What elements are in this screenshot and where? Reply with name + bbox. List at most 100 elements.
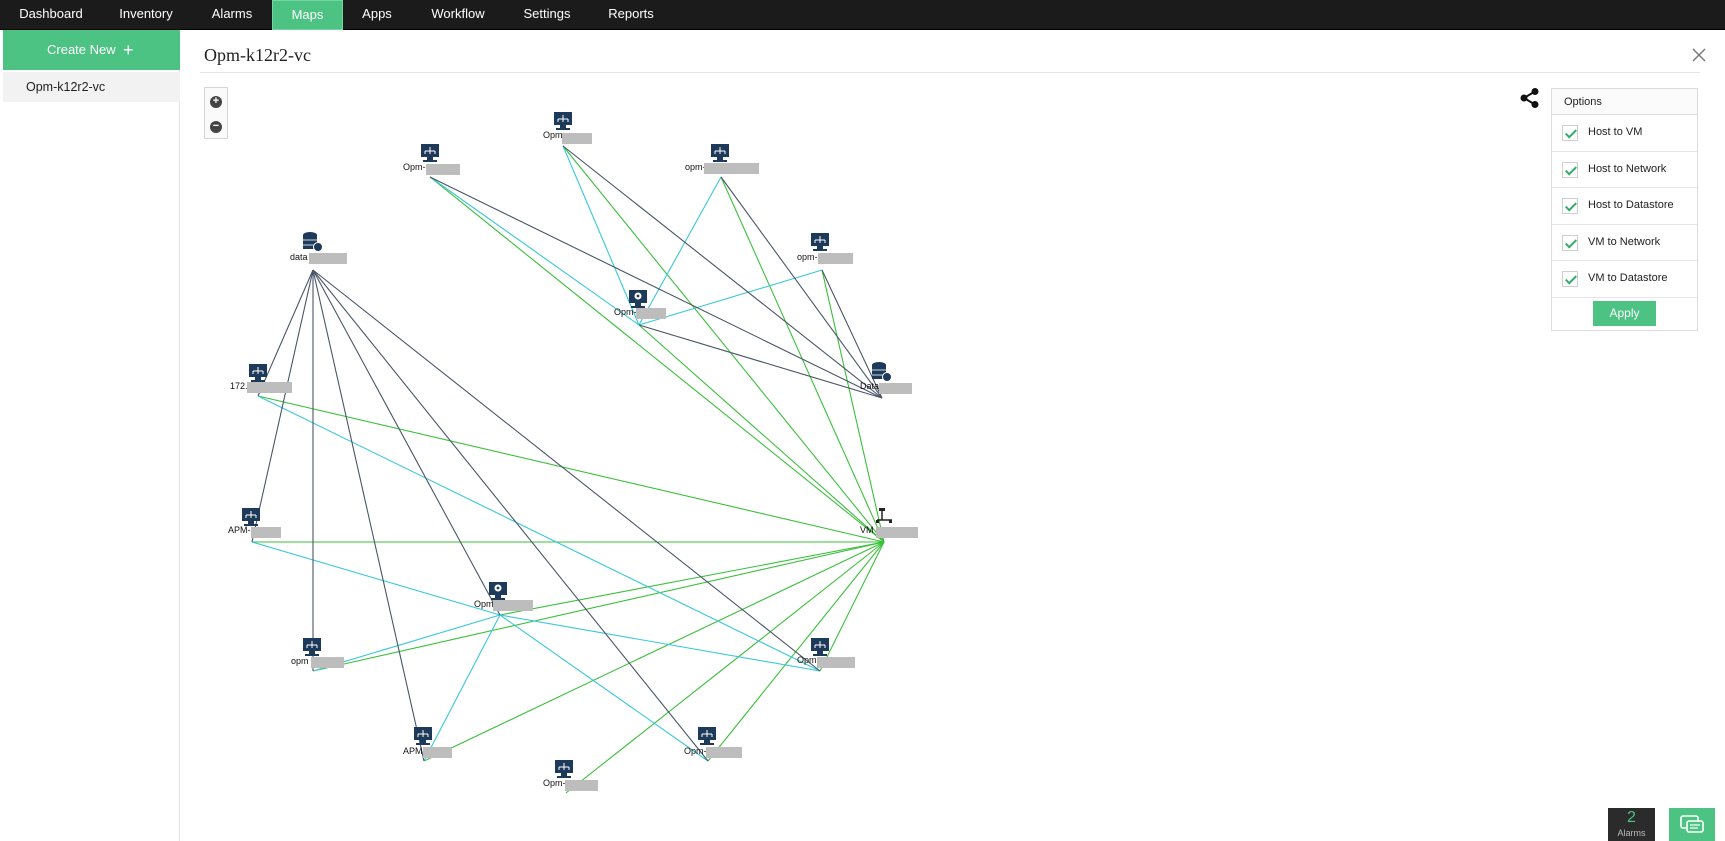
node-label: Opm- <box>684 746 707 756</box>
tab-alarms[interactable]: Alarms <box>211 6 253 21</box>
map-node[interactable]: Opm <box>797 638 855 668</box>
node-label: 172. <box>230 381 248 391</box>
checkbox-checked[interactable] <box>1562 234 1578 251</box>
map-edge-datastore <box>562 145 883 399</box>
node-label: APM <box>403 746 423 756</box>
map-node[interactable]: APM- <box>228 508 281 538</box>
option-vm-to-network[interactable]: VM to Network <box>1552 225 1697 261</box>
map-node[interactable]: APM <box>403 727 452 758</box>
host-icon <box>811 638 829 656</box>
map-edge-host-vm <box>312 541 885 672</box>
tab-maps[interactable]: Maps <box>272 0 343 30</box>
map-edge-host-vm <box>819 541 885 672</box>
redacted-label-mask <box>493 600 533 611</box>
map-node[interactable]: data <box>290 232 347 264</box>
top-navigation: Dashboard Inventory Alarms Maps Apps Wor… <box>0 0 1725 30</box>
map-edge-network <box>499 614 821 672</box>
share-icon[interactable] <box>1518 87 1542 109</box>
option-label: Host to Network <box>1588 162 1667 175</box>
map-node[interactable]: VM <box>860 508 918 538</box>
sidebar: Create New + Opm-k12r2-vc <box>0 30 180 841</box>
tab-apps[interactable]: Apps <box>362 6 392 21</box>
checkbox-checked[interactable] <box>1562 161 1578 178</box>
zoom-controls: + − <box>204 87 228 139</box>
map-edge-datastore <box>312 269 821 672</box>
tab-settings[interactable]: Settings <box>523 6 571 21</box>
sidebar-item-map[interactable]: Opm-k12r2-vc <box>3 72 180 102</box>
network-icon <box>876 508 892 523</box>
create-new-button[interactable]: Create New + <box>3 30 180 70</box>
map-edge-network <box>638 269 823 326</box>
map-node[interactable]: opm <box>291 638 344 668</box>
map-node[interactable]: Opm <box>474 582 533 611</box>
map-node[interactable]: opm- <box>797 233 853 264</box>
map-node[interactable]: Data <box>860 362 912 394</box>
title-divider <box>200 72 1700 73</box>
node-label: VM <box>860 525 874 535</box>
map-node[interactable]: Opm- <box>614 290 666 319</box>
alarms-badge[interactable]: 2 Alarms <box>1608 808 1655 841</box>
checkbox-checked[interactable] <box>1562 198 1578 214</box>
map-edge-datastore <box>312 269 709 762</box>
host-icon <box>554 112 572 130</box>
map-edge-network <box>499 614 709 762</box>
tab-dashboard[interactable]: Dashboard <box>19 6 83 21</box>
apply-button[interactable]: Apply <box>1593 301 1656 326</box>
zoom-out-icon[interactable]: − <box>210 121 222 133</box>
tab-workflow[interactable]: Workflow <box>431 6 485 21</box>
redacted-label-mask <box>876 527 918 538</box>
option-label: VM to Network <box>1588 235 1661 248</box>
redacted-label-mask <box>309 253 347 264</box>
map-edge-datastore <box>312 269 501 616</box>
map-node[interactable]: Opm- <box>543 760 598 791</box>
tab-inventory[interactable]: Inventory <box>119 6 173 21</box>
redacted-label-mask <box>247 382 292 393</box>
map-node[interactable]: Opm- <box>543 112 592 144</box>
options-panel: Options Host to VM Host to Network Host … <box>1551 88 1698 331</box>
vm-icon <box>489 582 507 600</box>
map-edge-datastore <box>638 324 883 399</box>
redacted-label-mask <box>706 747 742 758</box>
node-label: Opm- <box>543 130 566 140</box>
map-edge-host-vm <box>499 541 885 616</box>
map-edge-host-vm <box>257 395 885 543</box>
host-icon <box>555 760 573 778</box>
host-icon <box>249 364 267 382</box>
map-edge-network <box>562 145 640 326</box>
datastore-icon <box>303 232 323 252</box>
redacted-label-mask <box>704 163 759 174</box>
node-label: Data <box>860 381 879 391</box>
option-host-to-datastore[interactable]: Host to Datastore <box>1552 188 1697 225</box>
zoom-in-icon[interactable]: + <box>210 96 222 108</box>
option-host-to-network[interactable]: Host to Network <box>1552 152 1697 188</box>
map-edge-host-vm <box>565 541 885 794</box>
chat-icon[interactable] <box>1669 808 1715 841</box>
map-node[interactable]: Opm- <box>684 727 742 758</box>
tab-reports[interactable]: Reports <box>608 6 654 21</box>
map-edge-datastore <box>251 269 314 543</box>
map-edge-network <box>638 176 722 326</box>
map-node[interactable]: Opm- <box>403 144 460 175</box>
option-vm-to-datastore[interactable]: VM to Datastore <box>1552 261 1697 298</box>
redacted-label-mask <box>879 383 912 394</box>
alarm-count: 2 <box>1627 809 1636 826</box>
option-label: VM to Datastore <box>1588 272 1668 284</box>
map-edge-network <box>429 176 640 326</box>
option-host-to-vm[interactable]: Host to VM <box>1552 115 1697 152</box>
node-label: opm- <box>797 252 818 262</box>
redacted-label-mask <box>251 527 281 538</box>
map-edge-network <box>257 395 821 672</box>
host-icon <box>711 144 729 162</box>
checkbox-checked[interactable] <box>1562 125 1578 141</box>
plus-icon: + <box>123 40 134 60</box>
close-icon[interactable] <box>1690 46 1708 64</box>
datastore-icon <box>872 362 892 382</box>
node-label: data <box>290 252 308 262</box>
map-edge-datastore <box>312 269 425 762</box>
checkbox-checked[interactable] <box>1562 271 1578 287</box>
map-node[interactable]: opm- <box>685 144 759 174</box>
host-icon <box>811 233 829 251</box>
map-node[interactable]: 172. <box>230 364 292 393</box>
